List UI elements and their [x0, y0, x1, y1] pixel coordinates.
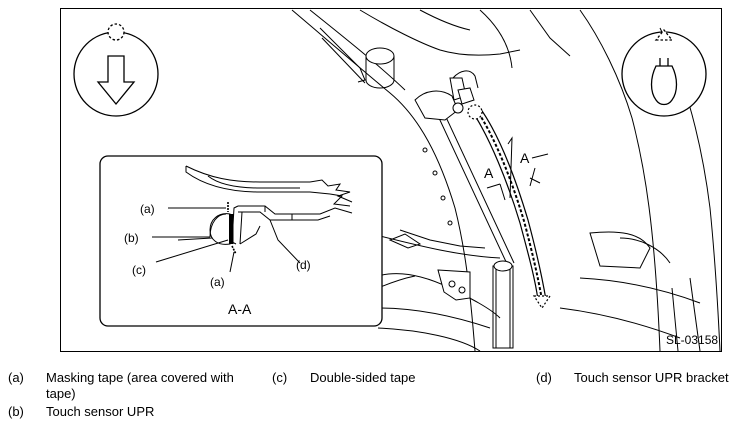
pull-out-clip-icon: [621, 28, 707, 117]
illustration-svg: A A: [60, 8, 722, 352]
pull-down-arrow-icon: [73, 23, 159, 117]
legend-key-d: (d): [536, 370, 552, 385]
illustration-frame: A A: [60, 8, 722, 352]
callout-c: (c): [132, 263, 146, 277]
section-arrows: [486, 136, 549, 201]
legend-text-c: Double-sided tape: [310, 370, 416, 385]
callout-a-top: (a): [140, 202, 155, 216]
legend-key-b: (b): [8, 404, 24, 419]
section-arrow-label-2: A: [520, 150, 530, 166]
legend-key-c: (c): [272, 370, 288, 385]
figure-code: SL-03158: [666, 333, 718, 347]
callout-b: (b): [124, 231, 139, 245]
callout-a-bottom: (a): [210, 275, 225, 289]
legend-key-a: (a): [8, 370, 24, 385]
section-inset: (a) (b) (c) (a) (d) A-A: [99, 155, 383, 327]
callout-d: (d): [296, 258, 311, 272]
legend-text-a: Masking tape (area covered with tape): [46, 370, 234, 401]
touch-sensor-strip: [471, 107, 547, 301]
vehicle-linework: [291, 9, 721, 352]
legend: (a) Masking tape (area covered with tape…: [0, 366, 745, 430]
legend-text-d: Touch sensor UPR bracket: [574, 370, 729, 385]
section-arrow-label-1: A: [484, 165, 494, 181]
legend-text-b: Touch sensor UPR: [46, 404, 155, 419]
section-label: A-A: [228, 301, 252, 317]
clip-markers: [467, 104, 552, 310]
